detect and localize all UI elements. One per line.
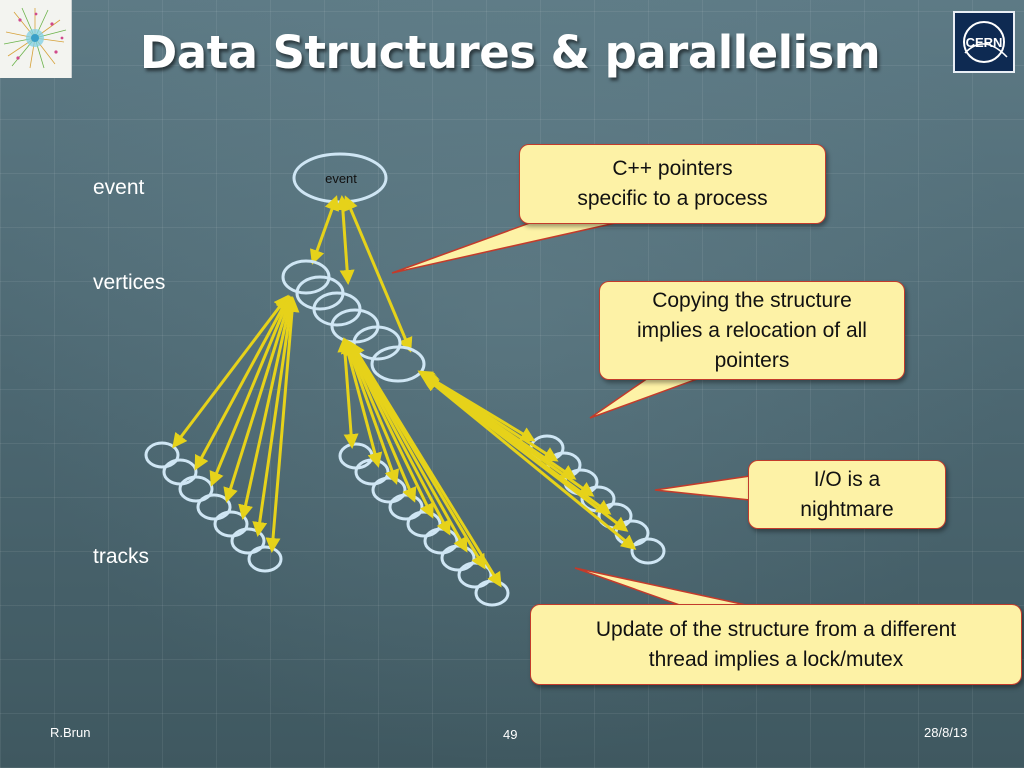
- update-callout: Update of the structure from a different…: [530, 604, 1022, 685]
- copying-callout-tail: [589, 377, 701, 419]
- event-label: event: [93, 176, 145, 199]
- update-callout-line-1: Update of the structure from a different: [595, 617, 957, 641]
- copying-callout-line-2: implies a relocation of all: [637, 318, 867, 342]
- tracks-label: tracks: [93, 545, 150, 568]
- vertex-track-arrows-1: [172, 294, 300, 553]
- track-rings-group-1: [144, 441, 283, 573]
- footer-author: R.Brun: [50, 725, 91, 740]
- update-callout-tail: [574, 567, 761, 609]
- io-callout-line-1: I/O is a: [813, 467, 881, 491]
- cern-logo-text: CERN: [966, 35, 1003, 50]
- event-node-label: event: [325, 171, 357, 186]
- cern-logo: CERN: [953, 11, 1015, 73]
- slide-title: Data Structures & parallelism: [139, 26, 881, 79]
- vertex-track-arrows-3: [417, 370, 637, 550]
- io-callout-line-2: nightmare: [800, 497, 894, 521]
- collision-logo-graphic: [3, 7, 67, 69]
- copying-callout-line-3: pointers: [714, 348, 790, 372]
- copying-callout-line-1: Copying the structure: [652, 288, 852, 312]
- vertices-label: vertices: [93, 271, 166, 294]
- copying-callout: Copying the structure implies a relocati…: [599, 281, 905, 380]
- update-callout-line-2: thread implies a lock/mutex: [648, 647, 904, 671]
- pointers-callout-line-1: C++ pointers: [612, 157, 733, 180]
- collision-logo: [0, 0, 72, 78]
- pointers-callout: C++ pointers specific to a process: [519, 144, 826, 224]
- cern-logo-graphic: CERN: [963, 21, 1008, 63]
- pointers-callout-line-2: specific to a process: [577, 187, 768, 210]
- footer-page-number: 49: [503, 727, 518, 742]
- io-callout-tail: [654, 475, 751, 501]
- io-callout: I/O is a nightmare: [748, 460, 946, 529]
- event-vertex-arrows: [310, 195, 413, 353]
- footer-date: 28/8/13: [924, 725, 968, 740]
